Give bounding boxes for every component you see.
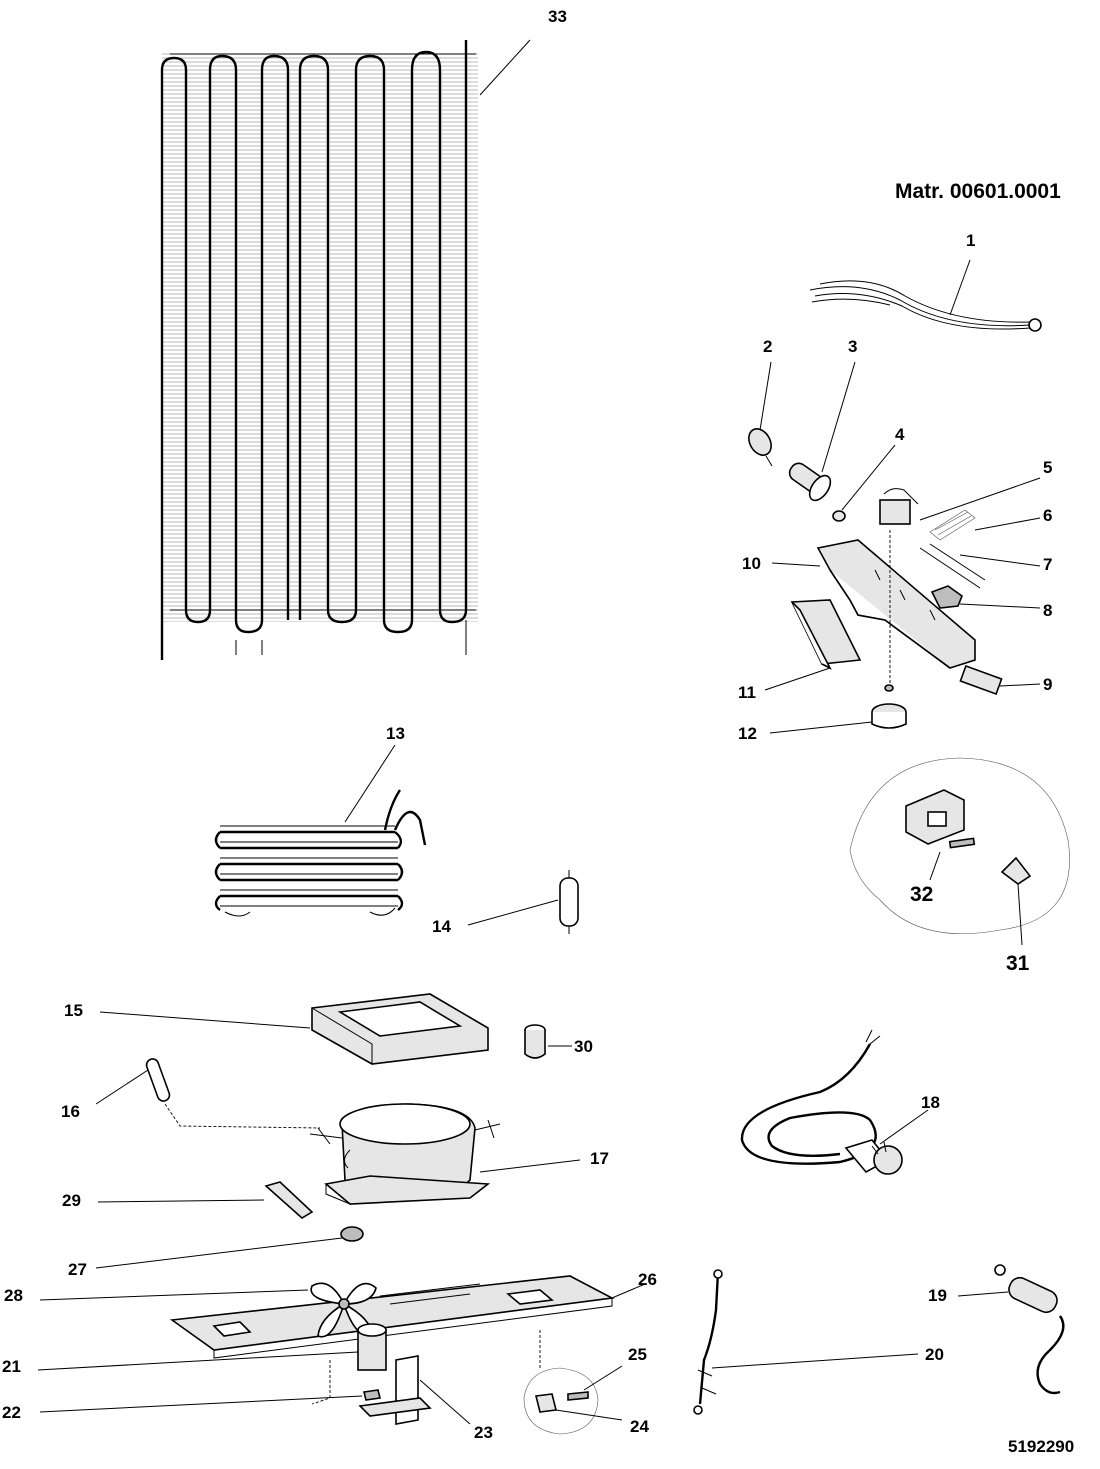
- callout-19: 19: [928, 1286, 947, 1305]
- callout-16: 16: [61, 1102, 80, 1121]
- rubber-pin-part-16: [95, 1058, 321, 1129]
- callout-12: 12: [738, 724, 757, 743]
- contact-spring-part-6: [929, 509, 1041, 541]
- callout-30: 30: [574, 1037, 593, 1056]
- motor-bracket-part-23: [358, 1355, 471, 1425]
- callout-22: 22: [2, 1403, 21, 1422]
- callout-3: 3: [848, 337, 858, 356]
- callout-26: 26: [638, 1270, 657, 1289]
- callout-23: 23: [474, 1423, 493, 1442]
- knob-part-8: [930, 585, 1041, 609]
- condenser-part-33: [160, 39, 531, 660]
- wiring-cable-part-1: [809, 259, 1042, 332]
- lamp-holder-part-3: [788, 361, 856, 502]
- material-code: Matr. 00601.0001: [895, 180, 1061, 203]
- callout-24: 24: [630, 1417, 649, 1436]
- callout-18: 18: [921, 1093, 940, 1112]
- fan-motor-part-21: [37, 1323, 387, 1371]
- lamp-bulb-part-2: [748, 361, 773, 467]
- callout-14: 14: [432, 917, 451, 936]
- screw-part-22: [39, 1360, 381, 1413]
- document-number: 5192290: [1008, 1437, 1075, 1456]
- control-housing-part-10: [771, 530, 976, 690]
- callout-27: 27: [68, 1260, 87, 1279]
- thermostat-knob-part-12: [769, 684, 907, 734]
- mounting-plate-part-26: [169, 1275, 646, 1359]
- callout-2: 2: [763, 337, 773, 356]
- thermostat-switch-part-5: [879, 477, 1041, 525]
- callout-29: 29: [62, 1191, 81, 1210]
- callout-13: 13: [386, 724, 405, 743]
- callout-28: 28: [4, 1286, 23, 1305]
- callout-33: 33: [548, 7, 567, 26]
- callout-6: 6: [1043, 506, 1053, 525]
- callout-4: 4: [895, 425, 905, 444]
- label-plate-part-7: [919, 543, 1041, 589]
- callout-25: 25: [628, 1345, 647, 1364]
- fan-blade-part-28: [39, 1282, 377, 1338]
- callout-20: 20: [925, 1345, 944, 1364]
- inset-detail-24-25: [523, 1330, 623, 1435]
- callout-15: 15: [64, 1001, 83, 1020]
- wire-harness-part-20: [693, 1269, 919, 1415]
- inset-detail-31-32: [849, 757, 1070, 946]
- callout-21: 21: [2, 1357, 21, 1376]
- base-plate-part-15: [99, 993, 489, 1065]
- clip-part-29: [97, 1181, 314, 1219]
- callout-9: 9: [1043, 675, 1053, 694]
- grommet-part-30: [524, 1024, 572, 1059]
- bracket-part-11: [764, 599, 862, 691]
- dryer-filter-part-14: [467, 870, 579, 934]
- capacitor-part-19: [957, 1264, 1065, 1395]
- callout-7: 7: [1043, 555, 1053, 574]
- callout-1: 1: [966, 231, 976, 250]
- callout-8: 8: [1043, 601, 1053, 620]
- callout-5: 5: [1043, 458, 1053, 477]
- grommet-part-27: [95, 1226, 364, 1269]
- coil-part-13: [214, 744, 427, 917]
- callout-31: 31: [1006, 952, 1030, 975]
- cover-part-9: [959, 664, 1041, 696]
- callout-32: 32: [910, 883, 934, 906]
- compressor-part-17: [309, 1103, 581, 1205]
- power-cord-part-18: [740, 1029, 929, 1175]
- washer-part-4: [832, 444, 896, 522]
- callout-10: 10: [742, 554, 761, 573]
- callout-11: 11: [738, 683, 756, 702]
- callout-17: 17: [590, 1149, 609, 1168]
